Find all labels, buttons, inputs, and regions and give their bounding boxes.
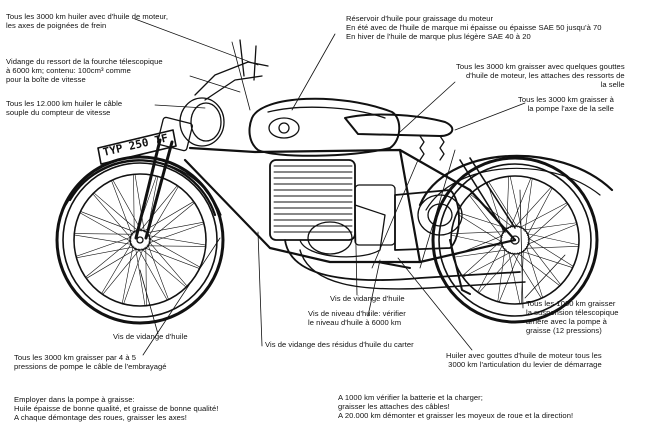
label-oil-level: Vis de niveau d'huile: vérifier le nivea… xyxy=(308,309,406,327)
spoke xyxy=(75,236,132,257)
plate-text: TYP 250 TF xyxy=(102,131,169,159)
spoke xyxy=(148,238,201,268)
spoke xyxy=(525,246,543,299)
spoke xyxy=(456,212,509,230)
spoke xyxy=(524,178,533,232)
spoke xyxy=(453,249,507,258)
spoke xyxy=(519,202,568,229)
label-fork-spring: Vidange du ressort de la fourche télesco… xyxy=(6,57,163,84)
spoke xyxy=(508,250,521,305)
spoke xyxy=(138,248,168,301)
spoke xyxy=(123,248,144,305)
engine xyxy=(269,159,396,258)
spoke xyxy=(148,241,188,287)
spoke xyxy=(112,179,142,232)
spoke xyxy=(145,221,204,234)
spoke xyxy=(144,247,200,269)
spoke xyxy=(141,248,187,288)
exhaust xyxy=(284,239,526,290)
spoke xyxy=(526,187,553,236)
spoke xyxy=(139,185,178,232)
spoke xyxy=(142,201,194,232)
spoke xyxy=(514,186,552,228)
spoke xyxy=(73,234,133,245)
spoke xyxy=(451,231,506,235)
spoke xyxy=(456,213,503,243)
spoke xyxy=(93,192,139,232)
rear-wheel xyxy=(418,154,614,324)
spoke xyxy=(148,202,195,241)
licence-plate: TYP 250 TF xyxy=(97,129,177,165)
spoke xyxy=(520,249,524,304)
fuel-tank xyxy=(248,97,401,157)
spoke xyxy=(525,233,580,246)
label-fork-drain: Vis de vidange d'huile xyxy=(113,332,188,341)
front-wheel xyxy=(55,155,225,325)
spoke xyxy=(526,223,578,245)
spoke xyxy=(527,241,562,286)
kickstart-lever xyxy=(377,239,471,295)
saddle xyxy=(344,113,454,161)
spoke xyxy=(86,248,138,279)
label-rear-suspension: Tous les 1000 km graisser la suspension … xyxy=(526,299,619,335)
spoke xyxy=(102,248,141,295)
spoke xyxy=(516,252,561,287)
label-clutch-cable: Tous les 3000 km graisser par 4 à 5 pres… xyxy=(14,353,167,371)
spoke xyxy=(488,181,518,228)
spoke xyxy=(468,194,503,239)
spoke xyxy=(145,246,147,306)
spoke xyxy=(79,212,132,242)
label-oil-reservoir: Réservoir d'huile pour graissage du mote… xyxy=(346,14,602,41)
spoke xyxy=(76,246,135,259)
spoke xyxy=(147,235,207,246)
spoke xyxy=(148,186,179,238)
spoke xyxy=(148,223,205,244)
spoke xyxy=(523,222,577,231)
label-brake-grips: Tous les 3000 km huiler avec d'huile de … xyxy=(6,12,169,30)
spoke xyxy=(521,250,574,268)
spoke xyxy=(133,174,135,234)
spoke xyxy=(134,173,145,233)
spoke xyxy=(497,248,506,302)
spoke xyxy=(146,245,206,247)
label-crankcase-drain: Vis de vidange des résidus d'huile du ca… xyxy=(265,340,414,349)
frame xyxy=(183,146,517,264)
spoke xyxy=(524,245,579,249)
leader-lines xyxy=(134,18,566,356)
spoke xyxy=(527,237,574,267)
gearbox xyxy=(394,189,463,251)
spoke xyxy=(506,176,510,231)
spoke xyxy=(510,177,532,229)
spoke xyxy=(462,251,511,278)
spoke xyxy=(461,239,503,277)
spoke xyxy=(135,247,146,307)
label-grease-pump: Employer dans la pompe à graisse: Huile … xyxy=(14,395,219,422)
spoke xyxy=(527,203,569,241)
spoke xyxy=(147,244,169,300)
spoke xyxy=(74,233,134,235)
spoke xyxy=(121,245,134,304)
label-battery-cables: A 1000 km vérifier la batterie et la cha… xyxy=(338,393,574,420)
spoke xyxy=(101,242,132,294)
spoke xyxy=(509,175,522,230)
spoke xyxy=(92,193,132,239)
label-saddle-axis: Tous les 3000 km graisser à la pompe l'a… xyxy=(518,95,614,113)
label-kickstart: Huiler avec gouttes d'huile de moteur to… xyxy=(446,351,602,369)
label-saddle-springs: Tous les 3000 km graisser avec quelques … xyxy=(456,62,625,89)
label-gearbox-drain: Vis de vidange d'huile xyxy=(330,294,405,303)
spoke xyxy=(498,251,520,303)
spoke xyxy=(85,239,132,278)
spoke xyxy=(111,180,133,236)
label-speedo-cable: Tous les 12.000 km huiler le câble soupl… xyxy=(6,99,123,117)
headlamp xyxy=(179,97,225,147)
spoke xyxy=(80,211,136,233)
spoke xyxy=(512,252,542,299)
